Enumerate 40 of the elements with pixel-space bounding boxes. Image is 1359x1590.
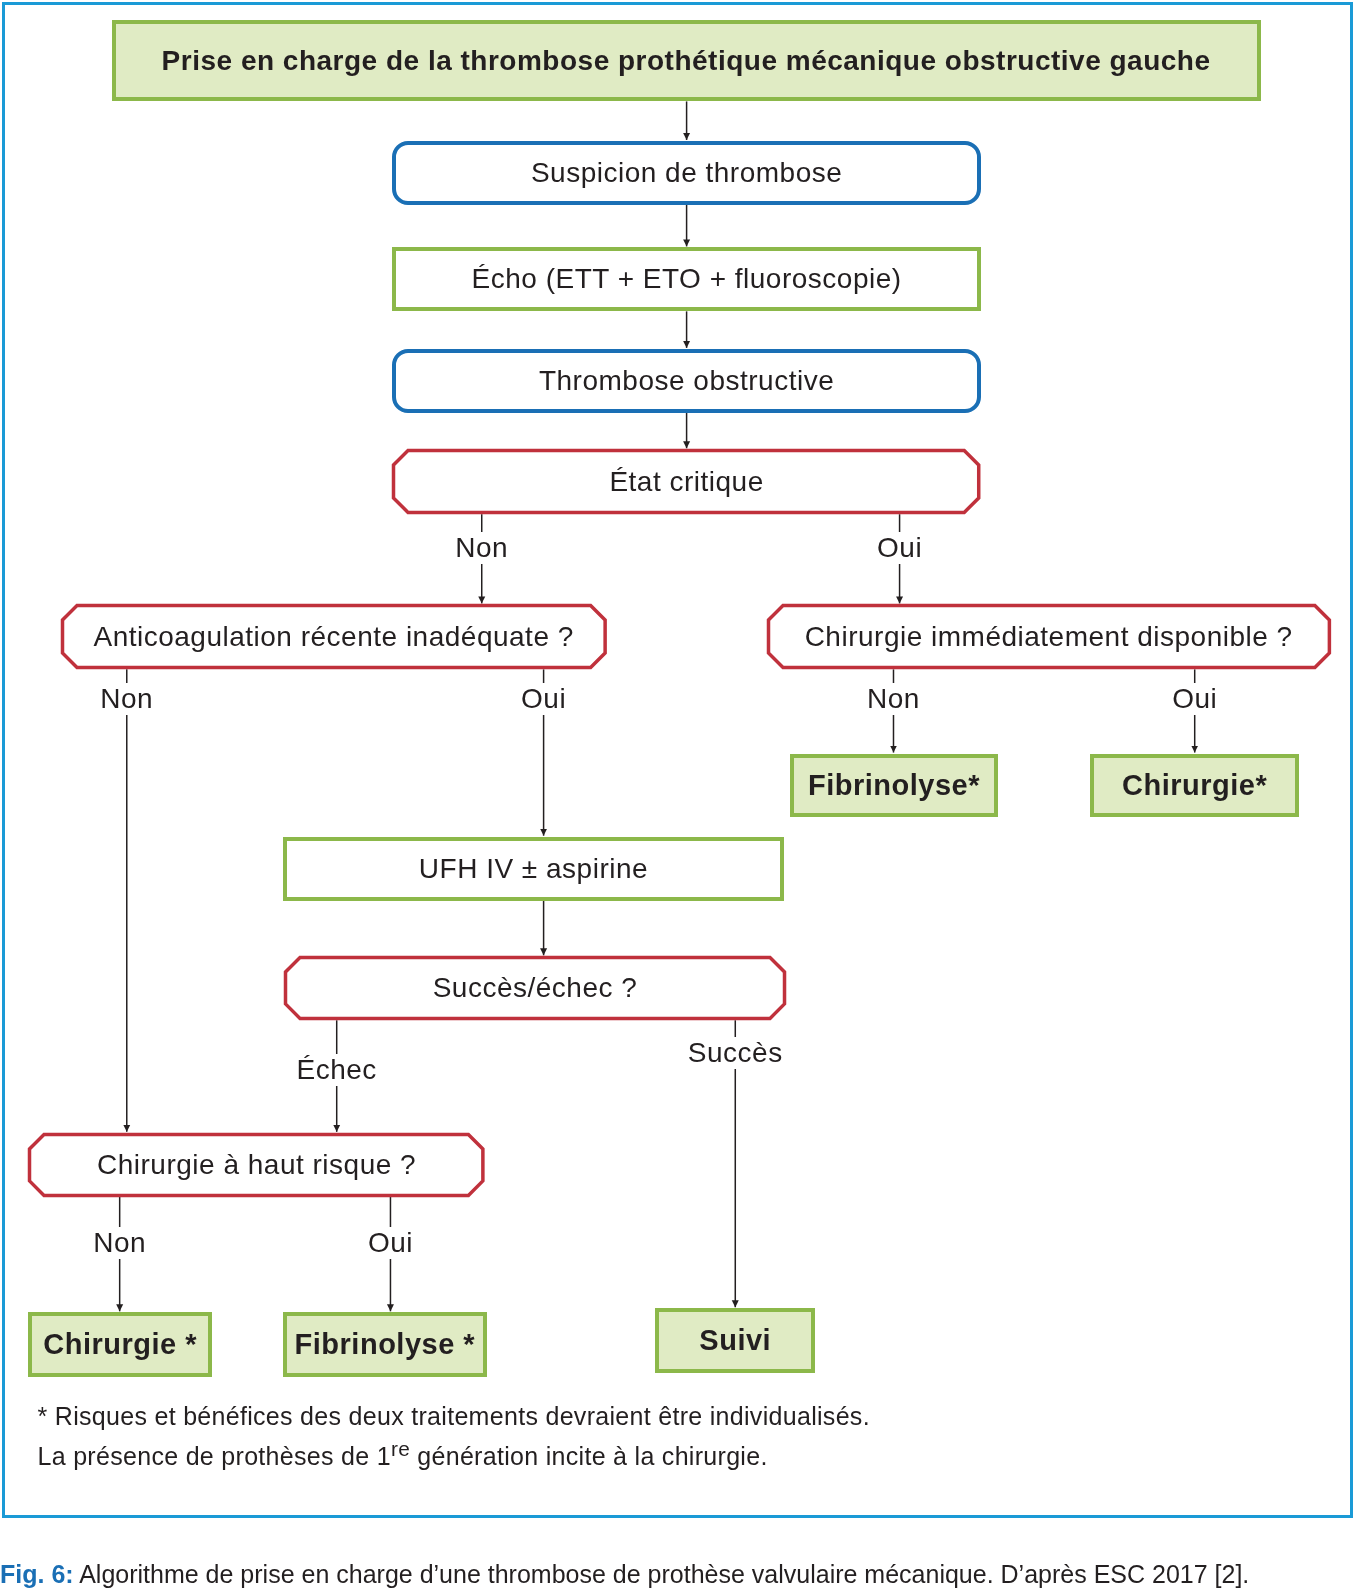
node-text: Fibrinolyse * [294,1328,476,1362]
decision-box [60,604,607,670]
arrow [540,899,548,957]
process-box [282,836,784,901]
arrow [683,310,691,349]
title-box [111,20,1261,102]
footnote: La présence de prothèses de 1$^{re}$ génération incite à la chirurgie. [37,1437,768,1472]
node-text: Thrombose obstructive [538,364,835,397]
node-text: Chirurgie* [1122,768,1268,802]
arrow [683,412,691,450]
process-box [392,140,981,205]
arrow [683,100,691,141]
outcome-box [282,1312,487,1378]
footnote: * Risques et bénéfices des deux traitements devraient être individualisés. [37,1401,870,1431]
node-text: Suivi [699,1324,772,1358]
node-text: État critique [609,465,764,498]
node-text: Suspicion de thrombose [530,156,843,189]
node-text: Anticoagulation récente inadéquate ? [93,620,574,653]
arrow [731,1019,739,1309]
outcome-box [655,1308,816,1374]
decision-box [766,604,1331,670]
outcome-box [790,753,998,818]
node-text: Fibrinolyse* [808,768,980,802]
process-box [392,247,981,312]
outcome-box [1090,753,1300,818]
process-box [392,348,981,413]
node-text: Écho (ETT + ETO + fluoroscopie) [471,263,902,296]
arrow [683,204,691,248]
node-text: Succès/échec ? [432,972,638,1005]
decision-box [28,1132,485,1197]
decision-box [283,956,786,1021]
arrow [123,668,131,1133]
node-text: UFH IV ± aspirine [418,852,649,885]
node-text: Chirurgie à haut risque ? [97,1148,417,1181]
figure-caption: Fig. 6: Algorithme de prise en charge d’une thrombose de prothèse valvulaire mécanique. D’après ESC 2017 [2]. [0,1560,1250,1589]
node-text: Chirurgie immédiatement disponible ? [804,620,1293,653]
node-text: Prise en charge de la thrombose prothétique mécanique obstructive gauche [161,44,1211,77]
node-text: Chirurgie * [43,1328,198,1362]
decision-box [392,449,981,515]
outcome-box [28,1312,212,1378]
